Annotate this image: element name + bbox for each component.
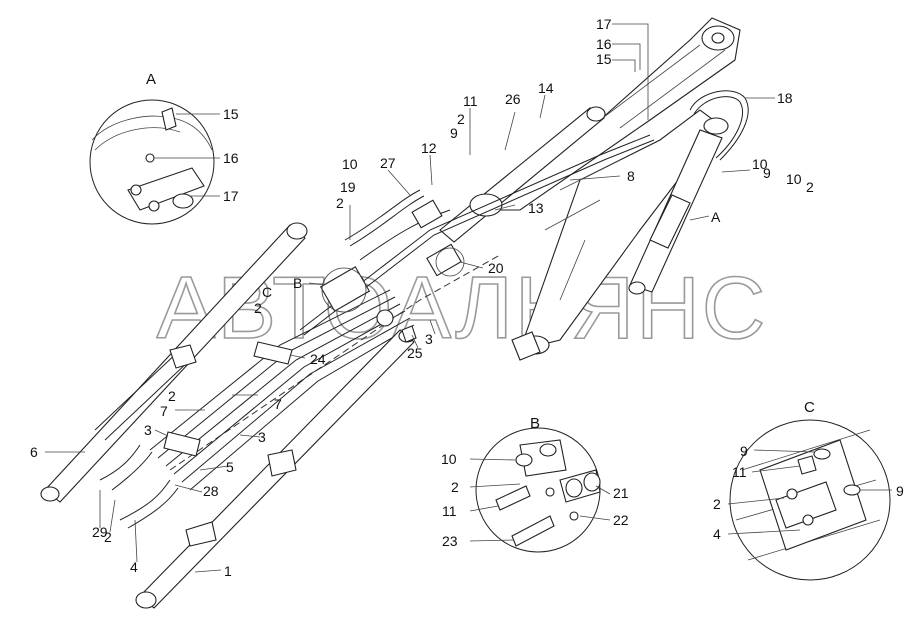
callout-3-low: 3 (144, 422, 152, 438)
inset-b-label-22: 22 (613, 512, 629, 528)
callout-8: 2 (336, 195, 344, 211)
inset-c-label-11: 11 (732, 464, 747, 480)
callout-2-base: 29 (92, 524, 108, 540)
inset-b: B 10 2 11 23 21 22 (441, 415, 629, 553)
callout-10-upper: 12 (421, 140, 437, 156)
inset-b-title: B (530, 415, 540, 432)
callout-12: 27 (380, 155, 396, 171)
callout-30: 1 (224, 563, 232, 579)
inset-b-label-23: 23 (442, 533, 458, 549)
inset-b-label-2: 2 (451, 479, 459, 495)
inset-b-label-21: 21 (613, 485, 629, 501)
callout-6: 3 (258, 429, 266, 445)
callout-17: 17 (596, 16, 612, 32)
callout-3-mid: 7 (274, 396, 282, 412)
callout-B-marker: 20 (488, 260, 504, 276)
callout-1: 4 (130, 559, 138, 575)
callout-C-marker: B (293, 275, 302, 291)
callout-24: 25 (407, 345, 423, 361)
callout-7-a: 2 (168, 388, 176, 404)
callout-3-top: 2 (254, 300, 262, 316)
callout-29: 28 (203, 483, 219, 499)
inset-c: C 9 11 2 4 9 (713, 399, 904, 581)
inset-c-label-9-right: 9 (896, 483, 904, 499)
callout-2-c: C (262, 284, 272, 300)
callout-26: 26 (505, 91, 521, 107)
callout-15: 15 (596, 51, 612, 67)
callout-7-b: 7 (160, 403, 168, 419)
inset-a-label-16: 16 (223, 150, 239, 166)
inset-c-title: C (804, 399, 815, 416)
inset-c-label-4: 4 (713, 526, 721, 542)
leader-lines (45, 23, 775, 573)
callout-2-upper: 2 (457, 111, 465, 127)
inset-b-label-11: 11 (442, 503, 457, 519)
callout-9-upper: 9 (450, 125, 458, 141)
inset-a-label-17: 17 (223, 188, 239, 204)
callout-19: 2 (806, 179, 814, 195)
callout-13: 8 (627, 168, 635, 184)
callout-4-base: 2 (104, 529, 112, 545)
callout-2-mid: 24 (310, 351, 326, 367)
callout-18: 18 (777, 90, 793, 106)
boom-assembly (40, 17, 749, 609)
callout-5: 6 (30, 444, 38, 460)
inset-a-label-15: 15 (223, 106, 239, 122)
callout-9-right: 10 (752, 156, 768, 172)
inset-a-title: A (146, 71, 156, 88)
callout-20: A (711, 209, 721, 225)
callout-28: 5 (226, 459, 234, 475)
main-callouts: 17 16 15 11 26 14 18 2 9 10 27 12 10 9 1… (30, 16, 814, 579)
callout-10-right: 9 (763, 165, 771, 181)
callout-2-right: 10 (786, 171, 802, 187)
inset-a: A 15 16 17 (89, 71, 239, 225)
callout-16: 16 (596, 36, 612, 52)
inset-b-label-10: 10 (441, 451, 457, 467)
callout-25: 3 (425, 331, 433, 347)
callout-11: 11 (463, 93, 478, 109)
callout-2-left: 19 (340, 179, 356, 195)
inset-c-label-9-top: 9 (740, 443, 748, 459)
callout-A-marker: 13 (528, 200, 544, 216)
callout-27: 10 (342, 156, 358, 172)
inset-c-label-2: 2 (713, 496, 721, 512)
callout-14: 14 (538, 80, 554, 96)
